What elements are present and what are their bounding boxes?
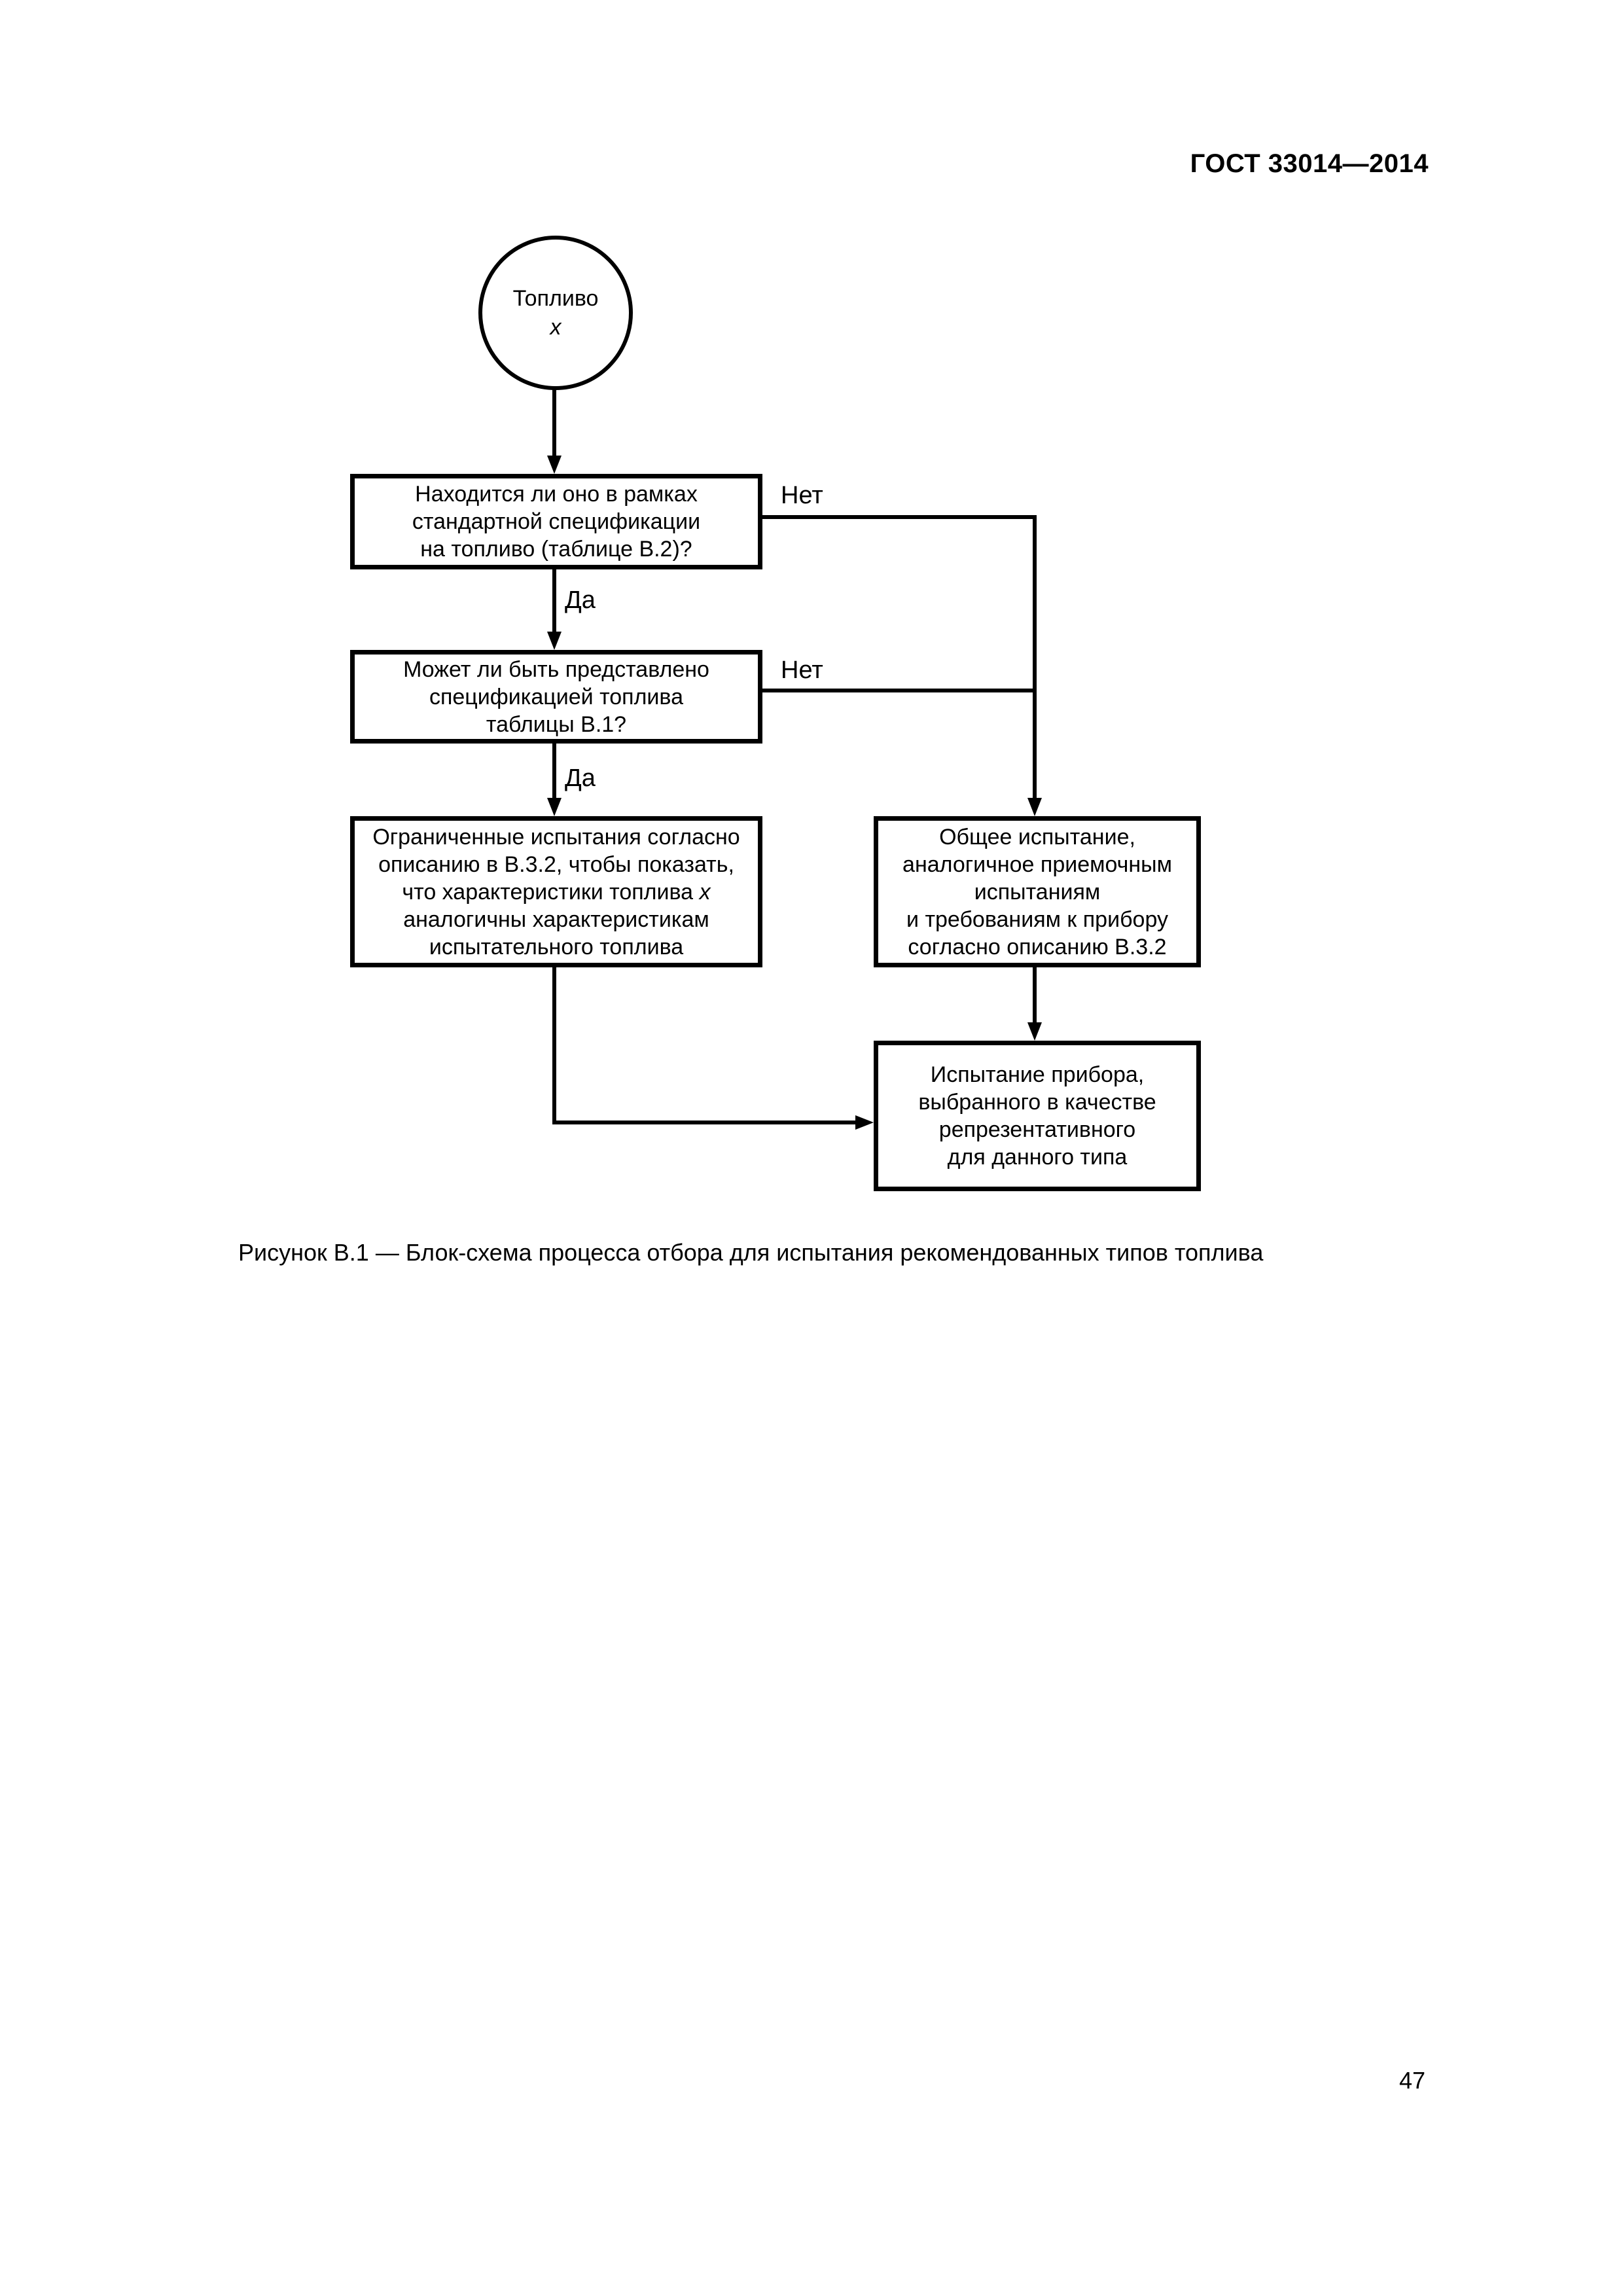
general-test-line: аналогичное приемочным [902,852,1172,877]
general-test-line: и требованиям к прибору [906,906,1168,932]
arrowhead-decision2 [547,632,562,650]
device-test-line: репрезентативного [938,1117,1136,1142]
decision-fuel-spec-box: Может ли быть представлено спецификацией… [350,650,762,744]
arrowhead-general-test [1027,798,1042,816]
page-number: 47 [1399,2067,1426,2094]
connector-general-to-device [1033,967,1037,1024]
device-test-line: выбранного в качестве [918,1090,1156,1115]
decision2-line: спецификацией топлива [429,684,684,709]
start-circle-label: Топливо [512,286,599,311]
edge-label-no-2: Нет [781,656,823,684]
limited-tests-line-text: что характеристики топлива [402,879,694,905]
connector-no1-horizontal [762,515,1037,519]
edge-label-yes-1: Да [565,586,596,614]
device-test-line: для данного типа [947,1145,1128,1170]
decision2-line: таблицы В.1? [486,711,627,737]
general-test-line: испытаниям [974,879,1101,905]
arrowhead-device-test [1027,1022,1042,1041]
limited-tests-variable: x [699,879,711,905]
process-general-test-box: Общее испытание, аналогичное приемочным … [874,816,1201,967]
device-test-line: Испытание прибора, [930,1062,1145,1087]
connector-no2-horizontal [762,689,1037,692]
general-test-line: согласно описанию В.3.2 [908,934,1167,960]
arrowhead-device-test-left [855,1115,874,1130]
limited-tests-line: испытательного топлива [429,934,684,960]
arrowhead-decision1 [547,456,562,474]
connector-limited-elbow-vertical [552,967,556,1124]
limited-tests-line: описанию в В.3.2, чтобы показать, [378,852,734,877]
process-device-test-box: Испытание прибора, выбранного в качестве… [874,1041,1201,1191]
connector-decision1-to-decision2 [552,569,556,633]
figure-caption: Рисунок В.1 — Блок-схема процесса отбора… [238,1239,1264,1266]
start-circle-variable: x [550,315,562,340]
arrowhead-limited-tests [547,798,562,816]
edge-label-yes-2: Да [565,764,596,792]
limited-tests-line: Ограниченные испытания согласно [372,824,740,850]
general-test-line: Общее испытание, [939,824,1135,850]
connector-limited-elbow-horizontal [552,1121,857,1124]
limited-tests-line: аналогичны характеристикам [403,906,709,932]
decision-standard-spec-box: Находится ли оно в рамках стандартной сп… [350,474,762,569]
connector-decision2-to-limited [552,744,556,799]
connector-start-to-decision1 [552,389,556,457]
document-header: ГОСТ 33014—2014 [1190,149,1429,178]
limited-tests-line: что характеристики топлива x [402,878,710,906]
decision1-line: стандартной спецификации [412,509,701,534]
flowchart-start-circle: Топливо x [478,236,633,390]
process-limited-tests-box: Ограниченные испытания согласно описанию… [350,816,762,967]
edge-label-no-1: Нет [781,482,823,509]
decision1-line: на топливо (таблице В.2)? [420,537,692,562]
connector-no-vertical [1033,515,1037,799]
decision2-line: Может ли быть представлено [403,656,709,682]
decision1-line: Находится ли оно в рамках [415,482,698,507]
